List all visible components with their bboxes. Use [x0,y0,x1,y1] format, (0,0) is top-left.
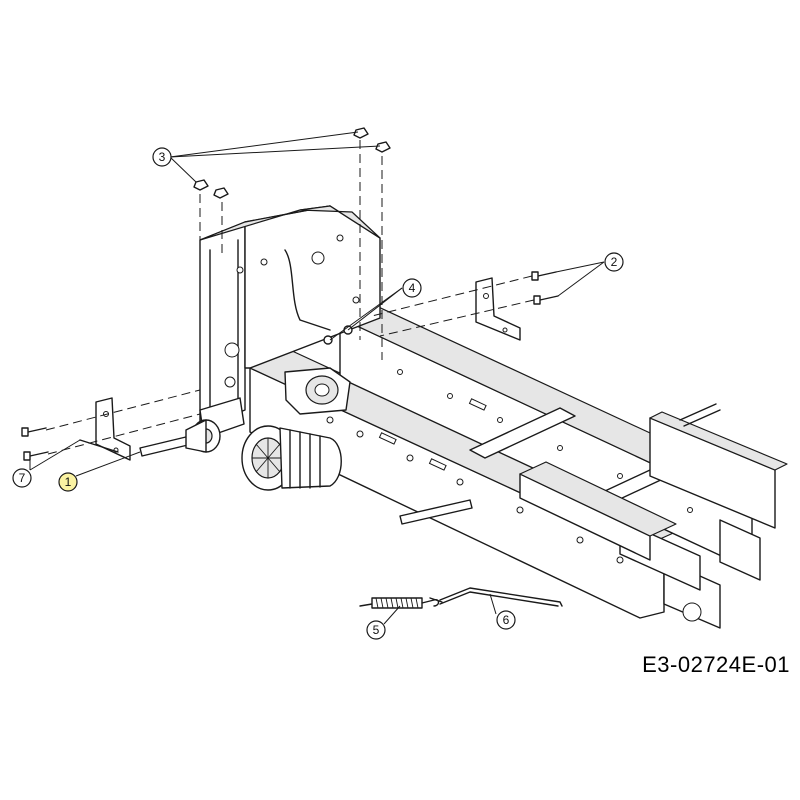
screw-icon-left [21,427,49,461]
bracket-right [475,277,521,341]
svg-text:3: 3 [159,150,166,164]
svg-text:2: 2 [611,255,618,269]
assembly-lines [45,140,535,455]
svg-text:4: 4 [409,281,416,295]
fasteners [21,127,559,461]
svg-text:5: 5 [373,623,380,637]
rod-part-6 [429,587,563,607]
drawing-code: E3-02724E-01 [642,652,790,677]
callout-5: 5 [366,620,386,640]
chassis-frame [249,303,788,629]
bracket-left-part-7 [79,397,131,461]
axle-shaft-part-1 [139,419,221,457]
svg-text:7: 7 [19,471,26,485]
svg-text:6: 6 [503,613,510,627]
callout-2: 2 [604,252,624,272]
callout-3: 3 [152,147,172,167]
spring-part-5 [359,597,440,609]
screw-icon [531,271,559,305]
leader-lines [29,131,605,625]
motor-assembly [139,367,351,491]
svg-text:1: 1 [65,475,72,489]
callout-6: 6 [496,610,516,630]
callout-4: 4 [402,278,422,298]
nut-icon [193,127,391,199]
callout-7: 7 [12,468,32,488]
callout-1: 1 [58,472,78,492]
